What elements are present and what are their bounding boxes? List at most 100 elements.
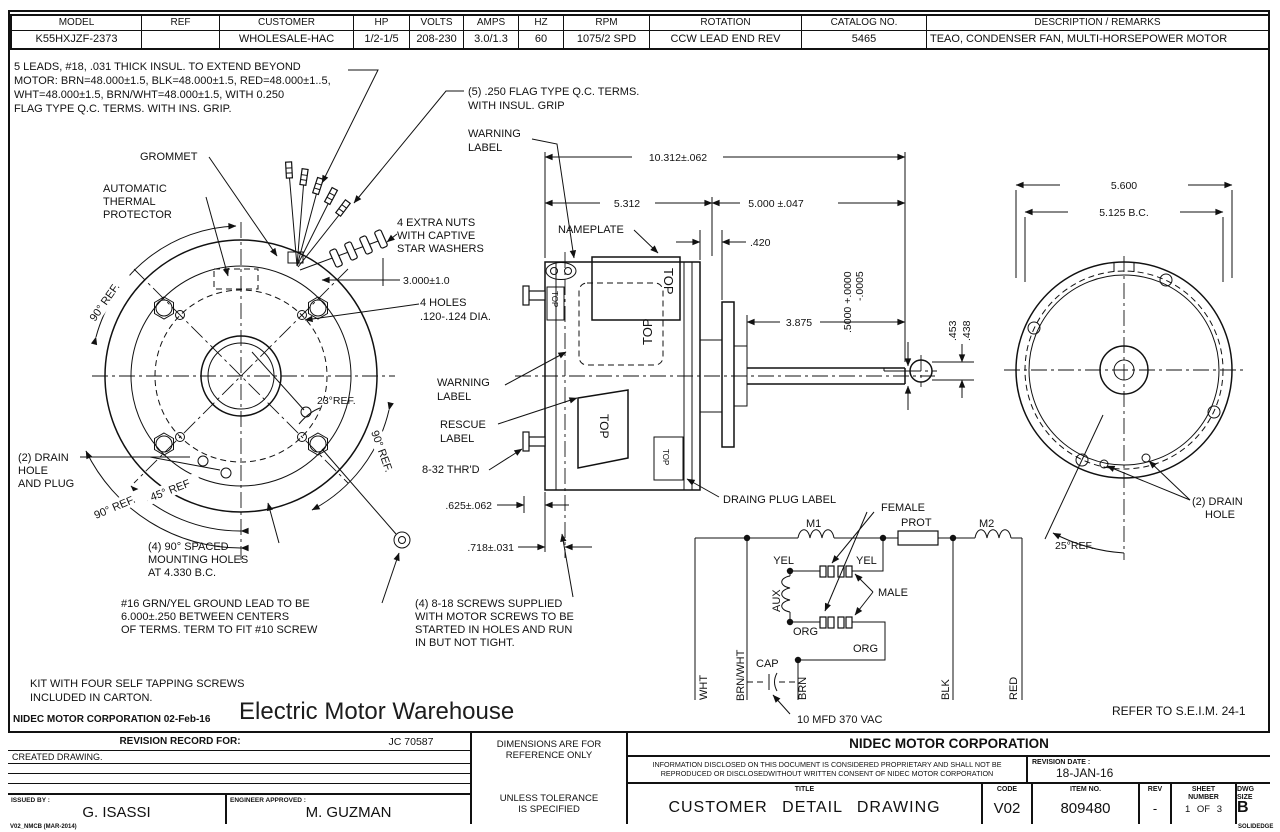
- schematic-labels: M1 PROT M2 FEMALE MALE YEL YEL ORG ORG C…: [698, 502, 1020, 726]
- mounting-holes-note: (4) 90° SPACED: [148, 541, 229, 553]
- code-label: CODE: [996, 786, 1018, 793]
- extra-nuts-note: STAR WASHERS: [397, 243, 484, 255]
- screws-note: WITH MOTOR SCREWS TO BE: [415, 611, 574, 623]
- mounting-hole: [1207, 405, 1221, 419]
- spec-header-description: DESCRIPTION / REMARKS: [927, 16, 1268, 31]
- revision-entry-empty: [8, 783, 470, 793]
- revision-record-value: JC 70587: [388, 735, 434, 748]
- mounting-hole: [1159, 273, 1173, 287]
- grommet-callout: GROMMET: [140, 151, 198, 163]
- spec-value-amps: 3.0/1.3: [464, 31, 519, 48]
- spec-value-rpm: 1075/2 SPD: [564, 31, 650, 48]
- drain-plug: [220, 467, 232, 479]
- dim-5312: 5.312: [614, 198, 640, 210]
- dwg-size-value: B: [1237, 799, 1249, 816]
- nameplate-shape: [591, 256, 681, 321]
- mounting-holes-note: MOUNTING HOLES: [148, 554, 248, 566]
- rev-cell: REV -: [1140, 784, 1172, 824]
- issued-by-label: ISSUED BY :: [11, 797, 50, 804]
- spec-table: MODEL REF CUSTOMER HP VOLTS AMPS HZ RPM …: [10, 14, 1270, 50]
- cap-label: CAP: [756, 658, 779, 670]
- top-marking: TOP: [550, 291, 559, 307]
- spec-header-rpm: RPM: [564, 16, 650, 31]
- coil-aux: [781, 575, 791, 613]
- mounting-hole: [1027, 321, 1041, 335]
- extra-nuts-stack: [299, 228, 389, 271]
- leads-note: WHT=48.000±1.5, BRN/WHT=48.000±1.5, WITH…: [14, 89, 284, 101]
- holes-note: 4 HOLES: [420, 297, 466, 309]
- dim-3875: 3.875: [786, 317, 812, 329]
- side-view: TOP TOP TOP TOP TOP: [321, 152, 974, 558]
- form-code: V02_NMCB (MAR-2014): [10, 824, 77, 830]
- ref-23: 23°REF.: [317, 395, 356, 407]
- leads-note: 5 LEADS, #18, .031 THICK INSUL. TO EXTEN…: [14, 61, 301, 73]
- small-hole: [297, 432, 307, 442]
- solidedge-mark: SOLIDEDGE: [1238, 824, 1274, 830]
- spec-header-ref: REF: [142, 16, 220, 31]
- dim-420: .420: [750, 237, 771, 249]
- leads-note: FLAG TYPE Q.C. TERMS. WITH INS. GRIP.: [14, 103, 232, 115]
- dim-5600: 5.600: [1111, 180, 1137, 192]
- mounting-hole: [1075, 453, 1089, 467]
- spec-header-customer: CUSTOMER: [220, 16, 354, 31]
- flag-terms-note: (5) .250 FLAG TYPE Q.C. TERMS.: [468, 86, 639, 98]
- flange-disc: [721, 301, 735, 448]
- dim-shaft-tol: -.0005: [854, 271, 866, 301]
- spec-value-description: TEAO, CONDENSER FAN, MULTI-HORSEPOWER MO…: [930, 33, 1228, 45]
- drain-left-callout: HOLE: [18, 465, 48, 477]
- blk-wire-label: BLK: [940, 679, 952, 700]
- drain-hole: [1099, 459, 1109, 469]
- dim-625: .625±.062: [445, 500, 492, 512]
- item-no-value: 809480: [1060, 799, 1111, 817]
- spec-header-hp: HP: [354, 16, 410, 31]
- yel-label: YEL: [856, 555, 877, 567]
- item-no-label: ITEM NO.: [1069, 786, 1102, 793]
- thermal-protector-callout: THERMAL: [103, 196, 156, 208]
- aux-label: AUX: [771, 589, 783, 612]
- spec-value-hz: 60: [519, 31, 564, 48]
- drain-right-callout: HOLE: [1205, 509, 1235, 521]
- drain-left-callout: AND PLUG: [18, 478, 74, 490]
- thermal-protector-outline: [213, 268, 259, 290]
- watermark-text: Electric Motor Warehouse: [239, 698, 514, 725]
- engineer-approved-value: M. GUZMAN: [305, 804, 392, 821]
- spec-header-hz: HZ: [519, 16, 564, 31]
- protector-box: [897, 530, 939, 546]
- corp-date: NIDEC MOTOR CORPORATION 02-Feb-16: [13, 714, 211, 725]
- dims-note: DIMENSIONS ARE FOR REFERENCE ONLY: [496, 739, 602, 761]
- tolerance-note: UNLESS TOLERANCE IS SPECIFIED: [499, 793, 599, 815]
- revision-record-label: REVISION RECORD FOR:: [119, 736, 241, 747]
- tolerance-note-section: DIMENSIONS ARE FOR REFERENCE ONLY UNLESS…: [470, 733, 628, 824]
- proprietary-note: INFORMATION DISCLOSED ON THIS DOCUMENT I…: [628, 757, 1028, 782]
- rescue-label-callout: RESCUE: [440, 419, 486, 431]
- ground-lead-note: OF TERMS. TERM TO FIT #10 SCREW: [121, 624, 318, 636]
- spec-value-hp: 1/2-1/5: [354, 31, 410, 48]
- dim-10312: 10.312±.062: [649, 152, 707, 164]
- drain-plug-label-shape: [653, 436, 684, 481]
- org-label: ORG: [853, 643, 878, 655]
- ref-90-right: 90° REF.: [368, 429, 394, 474]
- warning-label-shape: [577, 389, 629, 469]
- rev-label: REV: [1147, 786, 1163, 793]
- screws-note: STARTED IN HOLES AND RUN: [415, 624, 572, 636]
- code-cell: CODE V02: [983, 784, 1033, 824]
- top-marking: TOP: [661, 268, 676, 295]
- engineer-approved-label: ENGINEER APPROVED :: [230, 797, 306, 804]
- spec-header-amps: AMPS: [464, 16, 519, 31]
- wht-wire-label: WHT: [698, 675, 710, 700]
- red-wire-label: RED: [1008, 677, 1020, 700]
- female-label: FEMALE: [881, 502, 925, 514]
- kit-note: KIT WITH FOUR SELF TAPPING SCREWS: [30, 678, 245, 690]
- coil-m1: [797, 529, 835, 539]
- drain-left-callout: (2) DRAIN: [18, 452, 69, 464]
- kit-note: INCLUDED IN CARTON.: [30, 692, 152, 704]
- small-hole: [175, 432, 185, 442]
- leader-lines: [80, 69, 1191, 604]
- engineer-approved-cell: ENGINEER APPROVED : M. GUZMAN: [225, 795, 470, 824]
- item-no-cell: ITEM NO. 809480: [1033, 784, 1140, 824]
- dim-5000: 5.000 ±.047: [748, 198, 804, 210]
- dim-5125: 5.125 B.C.: [1099, 207, 1149, 219]
